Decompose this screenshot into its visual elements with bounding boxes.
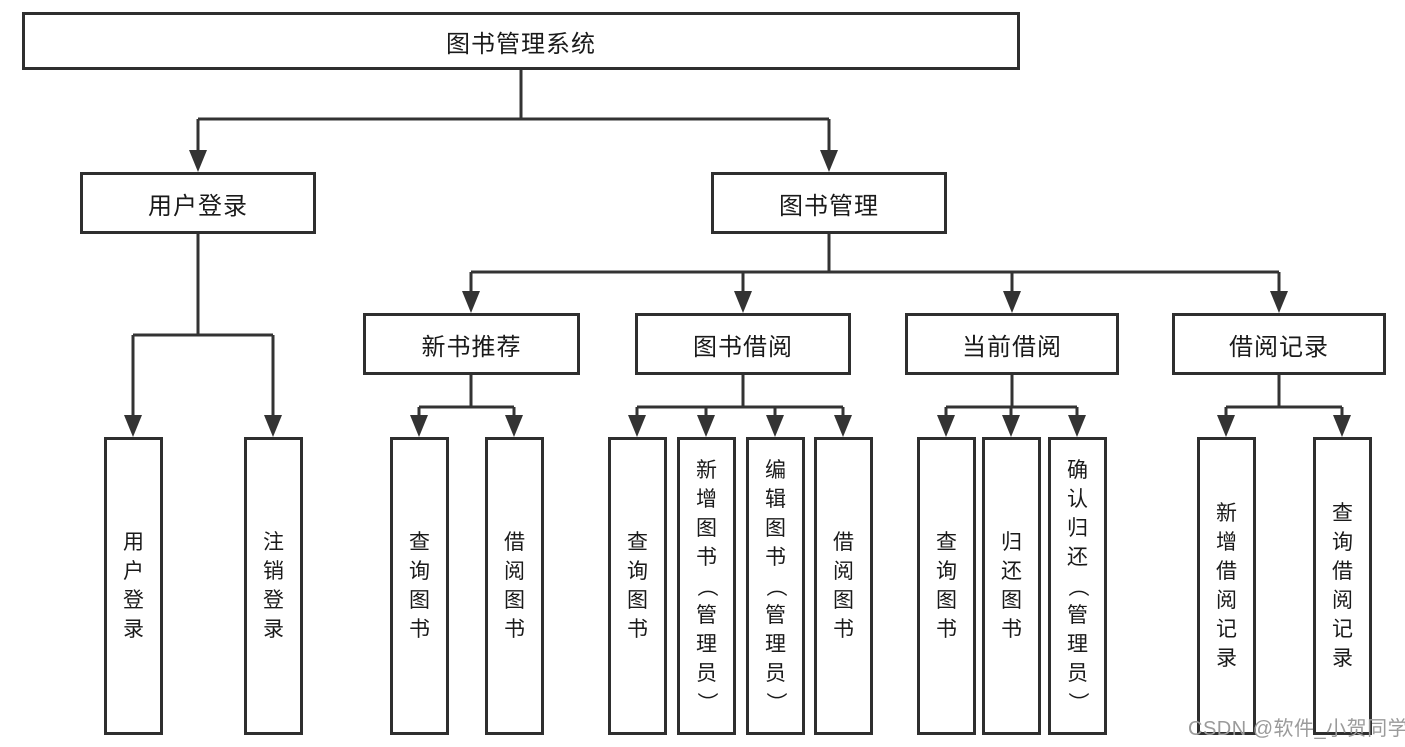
connector-root-to-level2 [189,70,838,172]
node-new-book-recommendation: 新书推荐 [363,313,580,375]
node-book-management: 图书管理 [711,172,947,234]
connector-manage-to-level3 [462,234,1288,313]
connector-records-to-leaves [1217,375,1351,437]
connector-borrowing-to-leaves [628,375,852,437]
connector-recommend-to-leaves [410,375,523,437]
csdn-watermark: CSDN @软件_小贺同学 [1188,718,1405,740]
node-leaf-logout: 注销登录 [244,437,303,735]
node-leaf-return-books: 归还图书 [982,437,1041,735]
connector-current-to-leaves [937,375,1086,437]
node-leaf-borrowing-borrow-books: 借阅图书 [814,437,873,735]
node-leaf-recommend-borrow-books: 借阅图书 [485,437,544,735]
connector-login-to-leaves [124,234,282,437]
node-leaf-borrowing-query-books: 查询图书 [608,437,667,735]
node-leaf-confirm-return-admin: 确认归还（管理员） [1048,437,1107,735]
node-leaf-add-borrow-record: 新增借阅记录 [1197,437,1256,735]
node-borrowing-records: 借阅记录 [1172,313,1386,375]
node-leaf-query-borrow-record: 查询借阅记录 [1313,437,1372,735]
node-leaf-user-login: 用户登录 [104,437,163,735]
node-user-login: 用户登录 [80,172,316,234]
node-current-borrowing: 当前借阅 [905,313,1119,375]
node-leaf-add-books-admin: 新增图书（管理员） [677,437,736,735]
node-leaf-current-query-books: 查询图书 [917,437,976,735]
node-root-library-system: 图书管理系统 [22,12,1020,70]
node-book-borrowing: 图书借阅 [635,313,851,375]
node-leaf-edit-books-admin: 编辑图书（管理员） [746,437,805,735]
node-leaf-recommend-query-books: 查询图书 [390,437,449,735]
